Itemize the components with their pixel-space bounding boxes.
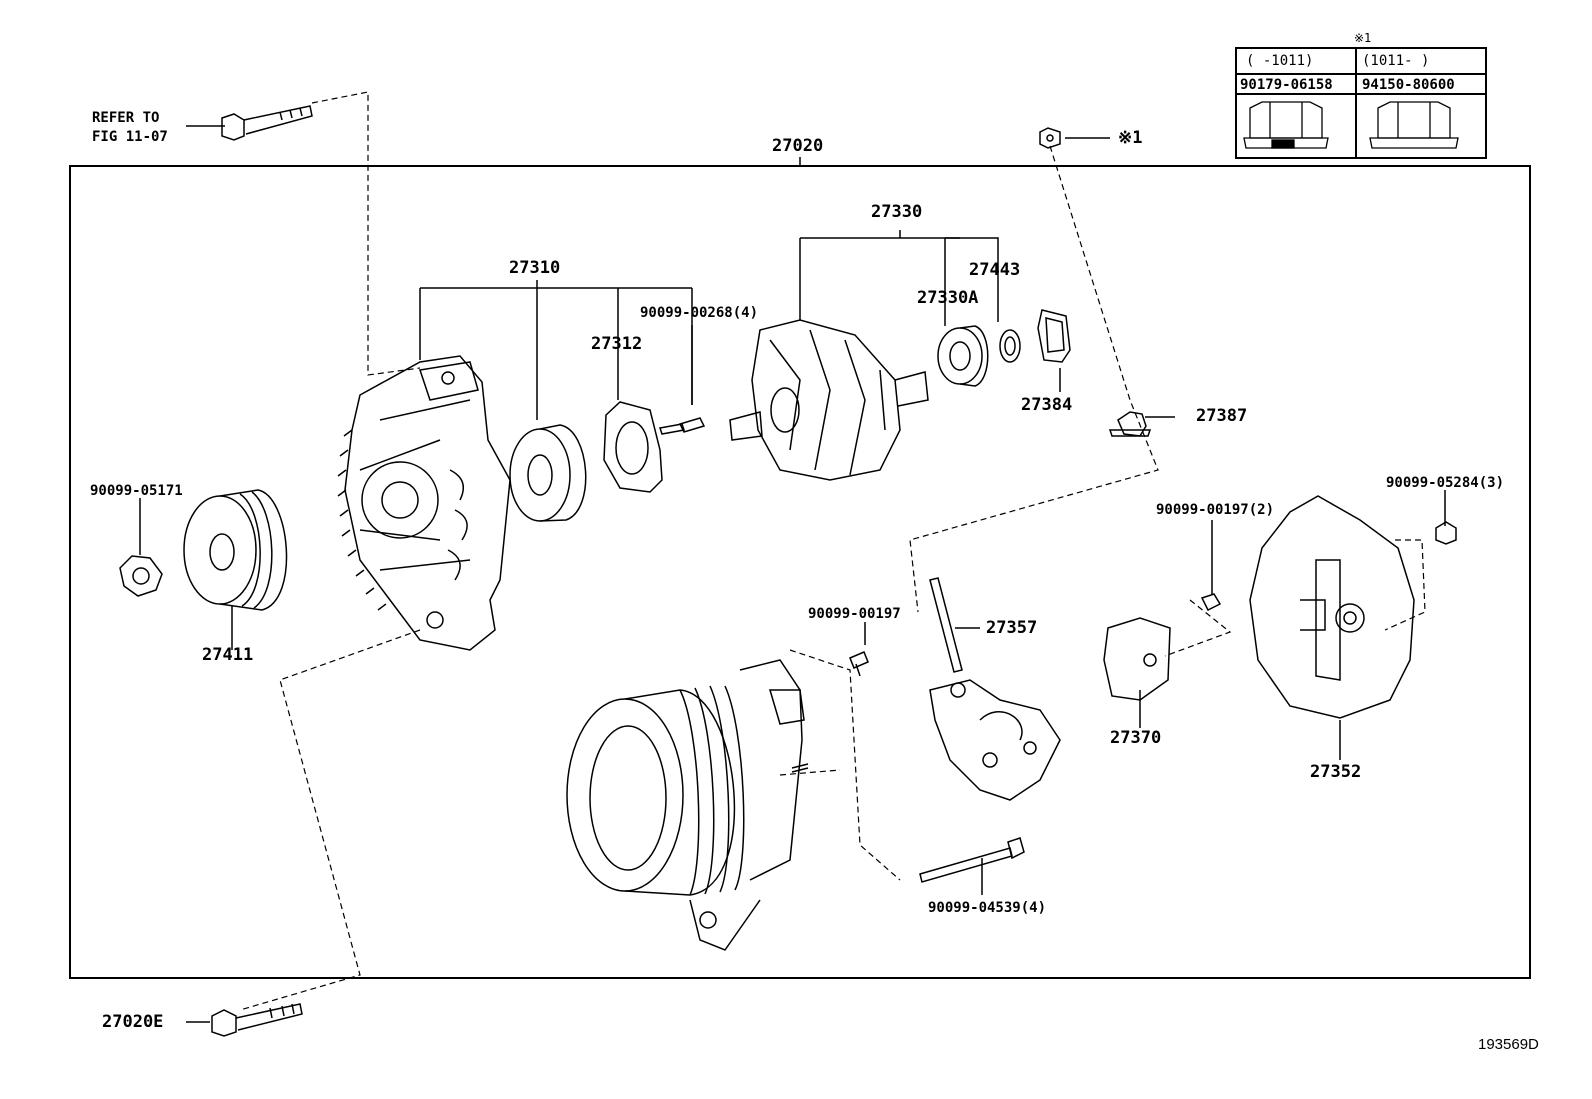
stator-frame-icon <box>566 659 809 951</box>
part-90099-05171-label: 90099-05171 <box>90 483 183 499</box>
insulator-27387-icon <box>1108 411 1152 437</box>
screw-90099-00197-icon <box>849 651 869 677</box>
washer-27443-icon <box>999 329 1021 363</box>
dashed-guides <box>239 91 1426 1011</box>
part-27352-label: 27352 <box>1310 762 1362 782</box>
drive-end-frame-27310-icon <box>337 355 511 651</box>
part-27330-label: 27330 <box>871 202 923 222</box>
part-27310-label: 27310 <box>509 258 561 278</box>
part-90099-00268-label: 90099-00268(4) <box>640 305 759 321</box>
regulator-27370-icon <box>1103 617 1171 701</box>
part-27443-label: 27443 <box>969 260 1021 280</box>
figure-id: 193569D <box>1478 1036 1539 1053</box>
part-27312-label: 27312 <box>591 334 643 354</box>
retainer-27312-icon <box>603 401 663 493</box>
bolt-90099-04539-icon <box>919 837 1025 883</box>
seal-27384-icon <box>1037 309 1071 363</box>
note-table <box>1235 47 1487 159</box>
part-90099-05284-label: 90099-05284(3) <box>1386 475 1505 491</box>
table-col2-range: (1011- ) <box>1362 53 1430 69</box>
pulley-27411-icon <box>183 489 288 611</box>
table-col1-range: ( -1011) <box>1246 53 1314 69</box>
screw-90099-00268-icon <box>659 417 706 435</box>
nut-90099-05171-icon <box>119 555 163 597</box>
nut-note-ref: ※1 <box>1118 128 1143 148</box>
part-27384-label: 27384 <box>1021 395 1073 415</box>
part-90099-04539-label: 90099-04539(4) <box>928 900 1047 916</box>
part-27020e-label: 27020E <box>102 1012 164 1032</box>
flange-nut-icon-old <box>1243 101 1329 149</box>
refer-line-1: REFER TO <box>92 110 160 126</box>
rotor-27330-icon <box>729 319 929 481</box>
bearing-icon <box>509 424 587 522</box>
refer-line-2: FIG 11-07 <box>92 129 168 145</box>
table-col1-part: 90179-06158 <box>1240 77 1333 93</box>
table-col2-part: 94150-80600 <box>1362 77 1455 93</box>
part-27387-label: 27387 <box>1196 406 1248 426</box>
bolt-27020e-icon <box>211 1003 303 1037</box>
part-90099-00197-2-label: 90099-00197(2) <box>1156 502 1275 518</box>
rear-cover-27352-icon <box>1249 495 1415 719</box>
nut-note-icon <box>1039 127 1061 149</box>
part-27330a-label: 27330A <box>917 288 979 308</box>
assembly-number: 27020 <box>772 136 824 156</box>
brush-holder-27357-icon <box>929 577 1061 801</box>
part-27370-label: 27370 <box>1110 728 1162 748</box>
screw-90099-00197-2-icon <box>1200 593 1222 612</box>
bolt-refer-icon <box>221 105 313 141</box>
nut-90099-05284-icon <box>1435 521 1457 545</box>
note-mark: ※1 <box>1354 31 1372 45</box>
part-27411-label: 27411 <box>202 645 254 665</box>
flange-nut-icon-new <box>1369 101 1459 149</box>
part-27357-label: 27357 <box>986 618 1038 638</box>
part-90099-00197-label: 90099-00197 <box>808 606 901 622</box>
bearing-27330a-icon <box>937 325 989 387</box>
leader-lines <box>139 125 1446 1023</box>
